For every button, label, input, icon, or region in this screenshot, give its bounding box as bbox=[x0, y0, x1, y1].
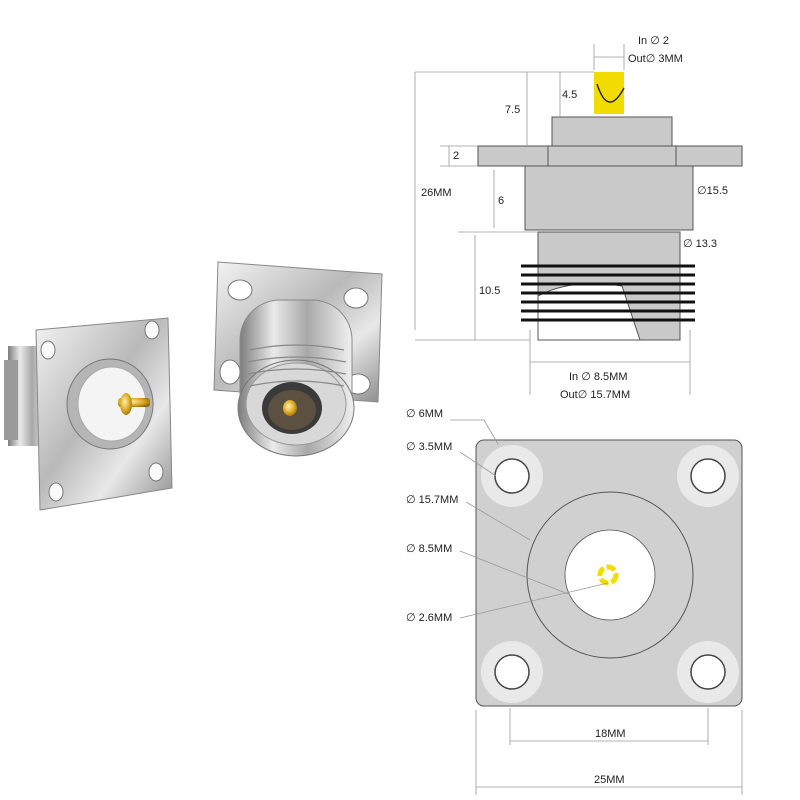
side-threads bbox=[521, 264, 695, 322]
outer-ring-dia-label: ∅ 15.7MM bbox=[406, 494, 458, 506]
dim-10-5-label: 10.5 bbox=[479, 285, 500, 297]
dim-4-5-label: 4.5 bbox=[562, 89, 577, 101]
dim-6-label: 6 bbox=[498, 195, 504, 207]
front-insulator bbox=[564, 529, 656, 621]
mounting-holes bbox=[481, 445, 739, 703]
hole-outer-dia-label: ∅ 6MM bbox=[406, 408, 443, 420]
connector-n-female bbox=[213, 261, 383, 457]
side-center-pin bbox=[594, 72, 624, 114]
bottom-inner-dia-label: In ∅ 8.5MM bbox=[569, 371, 628, 383]
bottom-outer-dia-label: Out∅ 15.7MM bbox=[560, 389, 630, 401]
side-flange bbox=[477, 145, 743, 167]
dim-26mm-label: 26MM bbox=[421, 187, 452, 199]
hole-inner-dia-label: ∅ 3.5MM bbox=[406, 441, 452, 453]
side-middle-body bbox=[524, 165, 694, 231]
front-view-drawing: ∅ 6MM ∅ 3.5MM ∅ 15.7MM ∅ 8.5MM ∅ 2.6MM 1… bbox=[406, 408, 743, 795]
dim-7-5-label: 7.5 bbox=[505, 104, 520, 116]
front-outer-ring bbox=[526, 491, 694, 659]
flange-width-label: 25MM bbox=[594, 774, 625, 786]
dia-15-5-label: ∅15.5 bbox=[697, 185, 728, 197]
pin-inner-dia-label: In ∅ 2 bbox=[638, 35, 669, 47]
pin-dia-label: ∅ 2.6MM bbox=[406, 612, 452, 624]
insulator-dia-label: ∅ 8.5MM bbox=[406, 543, 452, 555]
dia-13-3-label: ∅ 13.3 bbox=[683, 238, 717, 250]
product-photo bbox=[4, 261, 383, 511]
connector-flange-front bbox=[4, 317, 173, 511]
dim-2-label: 2 bbox=[453, 150, 459, 162]
pin-outer-dia-label: Out∅ 3MM bbox=[628, 53, 683, 65]
hole-spacing-label: 18MM bbox=[595, 728, 626, 740]
side-view-drawing: In ∅ 2 Out∅ 3MM 4.5 7.5 2 26MM 6 ∅15.5 ∅… bbox=[414, 35, 743, 401]
side-upper-body bbox=[551, 116, 673, 148]
